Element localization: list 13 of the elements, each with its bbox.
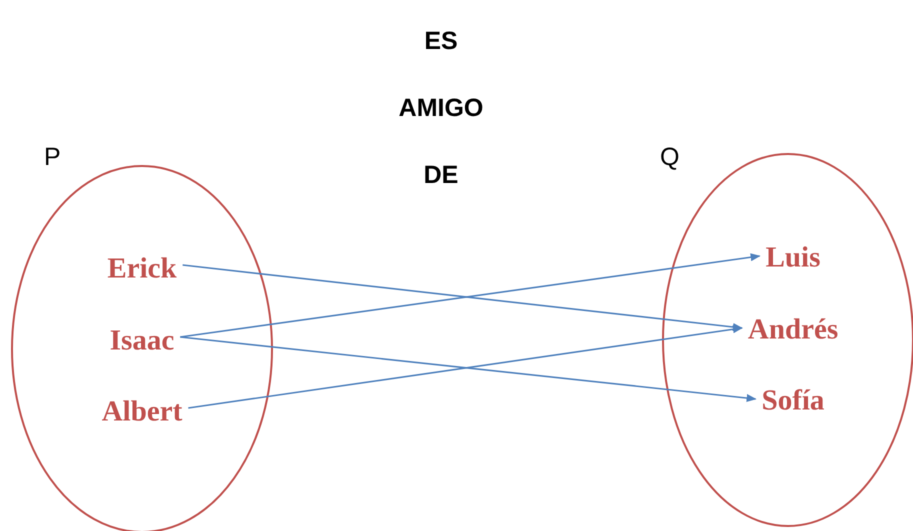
set-element: Erick — [107, 252, 177, 286]
set-element: Sofía — [762, 384, 824, 418]
arrow — [180, 336, 757, 402]
arrow — [188, 325, 743, 409]
set-name: Q — [660, 143, 680, 172]
set-element: Isaac — [110, 324, 174, 358]
set-element: Albert — [102, 396, 182, 428]
set-element: Luis — [766, 242, 820, 274]
arrow — [182, 264, 743, 331]
relation-heading: ES AMIGO DE — [398, 26, 484, 191]
set-element: Andrés — [748, 314, 838, 346]
set-name: P — [44, 143, 61, 172]
arrow — [180, 253, 761, 338]
